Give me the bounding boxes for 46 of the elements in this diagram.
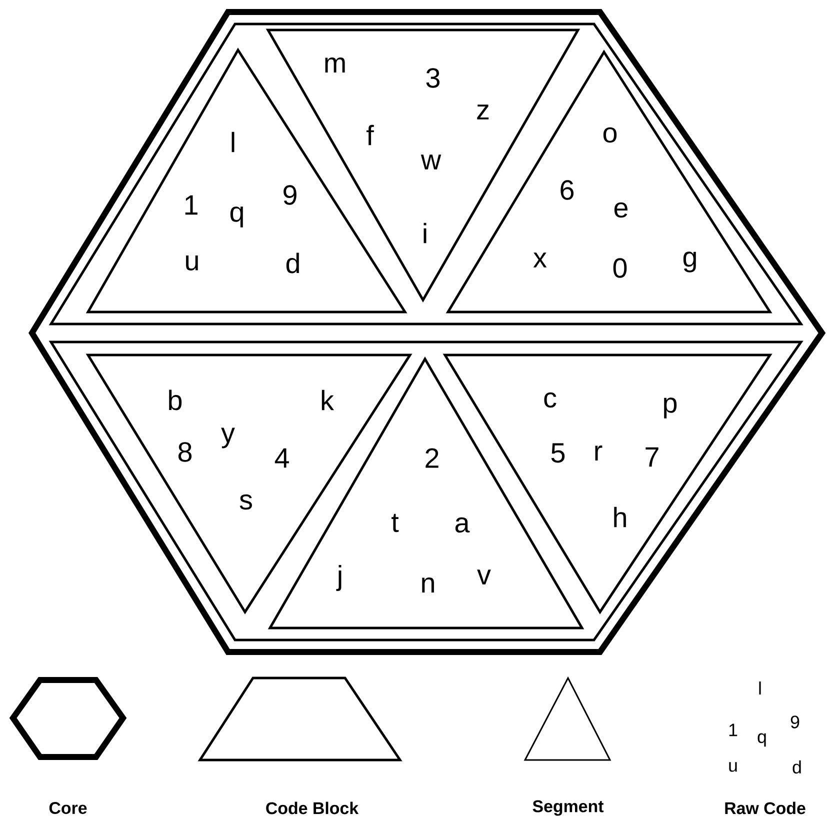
code-character: r [595, 446, 602, 460]
code-character: q [758, 733, 766, 747]
code-character: c [544, 392, 556, 408]
code-character: b [169, 390, 182, 410]
legend-label: Code Block [266, 802, 359, 814]
code-character: n [422, 578, 434, 592]
code-character: d [286, 252, 299, 274]
code-character: y [221, 428, 235, 448]
code-character: e [614, 202, 628, 218]
code-character: q [230, 206, 243, 228]
code-character: p [664, 398, 677, 418]
code-character: i [424, 222, 426, 244]
code-character: 0 [613, 258, 627, 278]
code-character: 9 [284, 185, 296, 205]
code-character: f [366, 124, 374, 146]
code-character: 8 [178, 442, 192, 462]
legend-label: Core [49, 802, 87, 814]
code-character: d [792, 760, 801, 774]
code-character: 3 [426, 68, 440, 88]
code-character: 4 [274, 448, 289, 468]
legend-label: Segment [532, 800, 604, 816]
code-character: z [477, 104, 489, 120]
code-character: u [729, 762, 737, 772]
code-character: o [603, 127, 617, 143]
legend-label: Raw Code [725, 802, 806, 814]
code-character: l [232, 132, 234, 152]
code-character: v [477, 570, 491, 584]
code-character: 6 [560, 180, 574, 200]
code-character: m [325, 58, 345, 72]
code-character: 9 [790, 716, 800, 728]
code-character: j [336, 565, 342, 591]
code-character: 7 [646, 447, 658, 467]
code-character: a [455, 517, 470, 533]
code-character: w [420, 154, 442, 170]
code-character: h [614, 506, 626, 528]
code-character: 1 [185, 195, 198, 215]
code-character: 2 [426, 448, 438, 468]
code-character: u [186, 255, 198, 270]
code-character: l [759, 681, 761, 694]
code-character: s [240, 494, 252, 510]
code-character: 5 [551, 443, 565, 463]
code-character: t [392, 514, 399, 532]
code-character: k [322, 390, 334, 410]
code-character: g [683, 252, 696, 272]
code-character: 1 [729, 724, 738, 736]
code-character: x [533, 252, 547, 268]
